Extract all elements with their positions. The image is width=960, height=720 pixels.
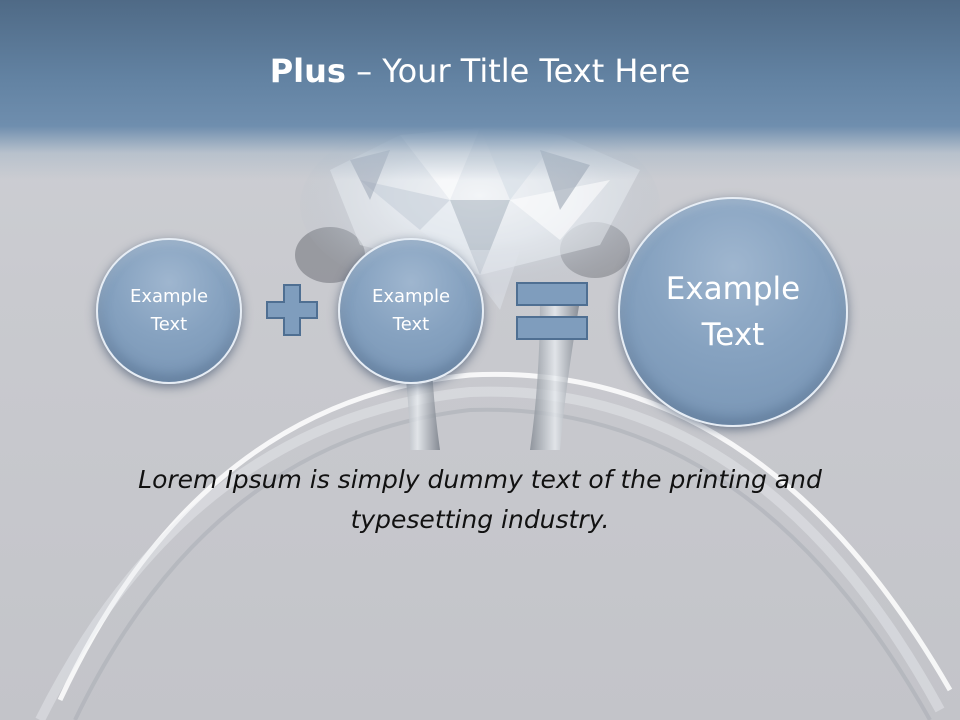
title-bold: Plus [269,52,346,90]
circle-2-label: Example Text [371,286,451,335]
example-circle-2: Example Text [338,238,484,384]
slide-title: Plus – Your Title Text Here [0,52,960,90]
header-band [0,0,960,180]
plus-icon [266,284,318,336]
title-rest: – Your Title Text Here [345,52,691,90]
example-circle-result: Example Text [618,197,848,427]
body-text: Lorem Ipsum is simply dummy text of the … [138,465,822,534]
circle-3-label: Example Text [665,271,801,353]
example-circle-1: Example Text [96,238,242,384]
circle-1-label: Example Text [129,286,209,335]
equals-icon [516,282,588,340]
